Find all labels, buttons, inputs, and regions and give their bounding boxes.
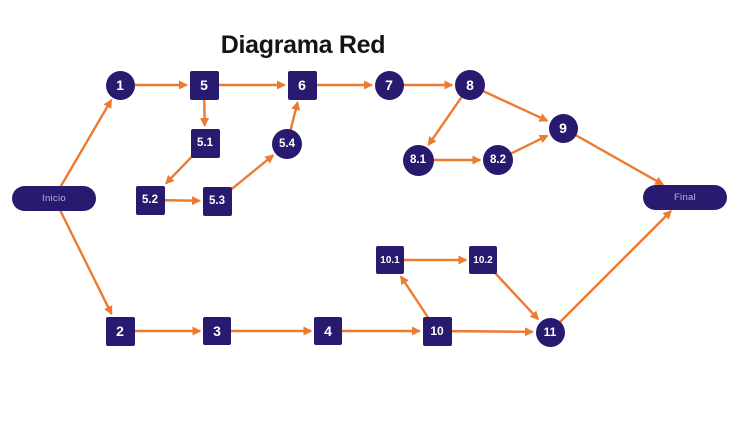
node-6[interactable]: 6 <box>287 70 317 100</box>
node-label: 10.2 <box>473 254 493 266</box>
node-inicio[interactable]: Inicio <box>12 185 96 211</box>
edge-inicio-to-1 <box>52 98 113 199</box>
node-label: 9 <box>559 120 567 136</box>
node-label: 10.1 <box>380 254 400 266</box>
node-1[interactable]: 1 <box>105 70 135 100</box>
node-5.3[interactable]: 5.3 <box>202 186 232 216</box>
node-label: 1 <box>116 77 124 93</box>
node-5.1[interactable]: 5.1 <box>190 128 220 158</box>
edge-inicio-to-2 <box>52 197 113 316</box>
node-10[interactable]: 10 <box>422 316 452 346</box>
node-label: 5.3 <box>209 195 225 207</box>
node-8.1[interactable]: 8.1 <box>402 144 434 176</box>
node-label: 5.4 <box>279 138 295 150</box>
node-10.2[interactable]: 10.2 <box>469 246 497 274</box>
node-label: 3 <box>213 323 221 339</box>
node-label: 4 <box>324 323 332 339</box>
node-label: 11 <box>543 325 557 339</box>
node-label: 8.1 <box>410 154 426 166</box>
edge-11-to-final <box>549 210 672 333</box>
node-label: 5.1 <box>197 137 213 149</box>
node-5.2[interactable]: 5.2 <box>135 185 165 215</box>
node-label: 10 <box>430 324 444 338</box>
node-10.1[interactable]: 10.1 <box>376 246 404 274</box>
node-label: 8 <box>466 77 474 93</box>
node-5.4[interactable]: 5.4 <box>272 129 302 159</box>
node-7[interactable]: 7 <box>374 70 404 100</box>
node-label: Final <box>673 191 697 203</box>
node-label: 8.2 <box>490 154 506 166</box>
node-4[interactable]: 4 <box>314 317 342 345</box>
node-label: Inicio <box>42 192 66 204</box>
node-9[interactable]: 9 <box>548 113 578 143</box>
node-label: 5.2 <box>142 194 158 206</box>
edge-9-to-final <box>562 126 665 186</box>
node-5[interactable]: 5 <box>189 70 219 100</box>
node-label: 5 <box>200 77 208 93</box>
node-label: 7 <box>385 77 393 93</box>
node-11[interactable]: 11 <box>535 317 565 347</box>
node-label: 2 <box>116 323 124 339</box>
node-8.2[interactable]: 8.2 <box>483 145 513 175</box>
diagram-title: Diagrama Red <box>220 31 386 59</box>
node-final[interactable]: Final <box>643 184 727 210</box>
node-2[interactable]: 2 <box>105 316 135 346</box>
node-8[interactable]: 8 <box>455 70 485 100</box>
edge-10-to-11 <box>436 327 535 337</box>
node-label: 6 <box>298 77 306 93</box>
node-3[interactable]: 3 <box>203 317 231 345</box>
